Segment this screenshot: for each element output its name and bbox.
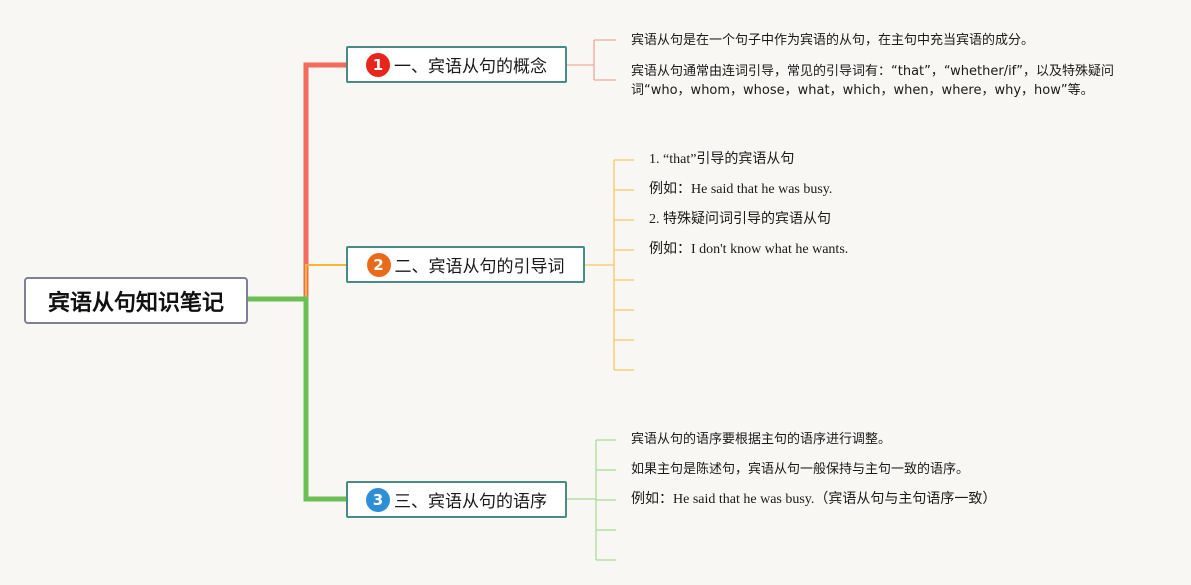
leaf-concept-connectives-line2: 词“who，whom，whose，what，which，when，where，w…	[631, 83, 1094, 98]
leaf-wh-clause: 2. 特殊疑问词引导的宾语从句	[649, 212, 831, 227]
leaf-order-example: 例如：He said that he was busy.（宾语从句与主句语序一致…	[631, 492, 997, 507]
leaf-order-declarative: 如果主句是陈述句，宾语从句一般保持与主句一致的语序。	[631, 462, 970, 477]
connector-branch-2	[248, 264, 347, 300]
branch-label: 三、宾语从句的语序	[394, 492, 547, 512]
connector-branch-3	[248, 296, 347, 502]
branch-node-connectives[interactable]: 2 二、宾语从句的引导词	[346, 246, 585, 283]
number-badge-2: 2	[366, 252, 391, 277]
connector-branch-1	[248, 62, 347, 302]
branch-label: 二、宾语从句的引导词	[394, 257, 565, 277]
leaf-that-example: 例如：He said that he was busy.	[649, 182, 833, 197]
branch-node-concept[interactable]: 1 一、宾语从句的概念	[346, 46, 567, 83]
leaf-wh-example: 例如：I don't know what he wants.	[649, 242, 849, 257]
leaf-order-rule: 宾语从句的语序要根据主句的语序进行调整。	[631, 432, 892, 447]
branch-label: 一、宾语从句的概念	[394, 57, 547, 77]
number-badge-3: 3	[366, 487, 390, 512]
leaf-concept-connectives-line1: 宾语从句通常由连词引导，常见的引导词有：“that”，“whether/if”，…	[631, 64, 1114, 79]
leaf-connectors-3	[566, 439, 616, 561]
leaf-connectors-1	[566, 39, 616, 81]
leaf-connectors-2	[584, 159, 634, 371]
leaf-concept-definition: 宾语从句是在一个句子中作为宾语的从句，在主句中充当宾语的成分。	[631, 33, 1035, 48]
root-node[interactable]: 宾语从句知识笔记	[24, 277, 248, 324]
root-label: 宾语从句知识笔记	[47, 290, 224, 316]
branch-node-word-order[interactable]: 3 三、宾语从句的语序	[346, 481, 567, 518]
leaf-that-clause: 1. “that”引导的宾语从句	[649, 152, 795, 167]
number-badge-1: 1	[366, 52, 390, 77]
